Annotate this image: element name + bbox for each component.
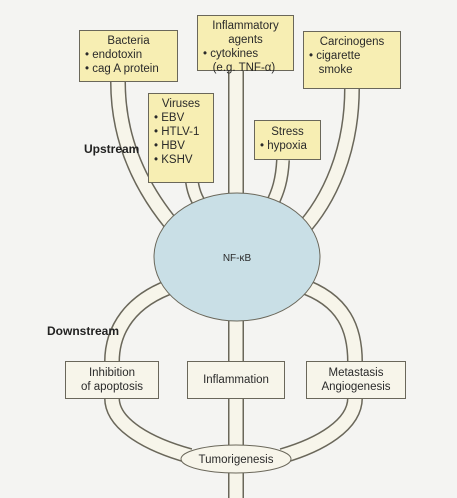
downstream-connectors [104,277,363,498]
downstream-label: Downstream [47,324,120,338]
apoptosis-box: Inhibition of apoptosis [65,361,159,399]
stress-item: hypoxia [260,139,315,153]
apoptosis-line: Inhibition [88,367,136,379]
inflammation-line: Inflammation [203,374,269,386]
inflammatory-title: agents [228,34,263,46]
tumorigenesis-node [180,444,292,474]
stress-title: Stress [271,126,304,138]
viruses-item: EBV [154,111,208,125]
viruses-item: KSHV [154,153,208,167]
nfkb-label: NF-κB [223,253,252,264]
viruses-box: Viruses EBV HTLV-1 HBV KSHV [148,93,214,183]
upstream-label: Upstream [84,142,140,156]
nfkb-node [153,192,321,322]
inflammatory-item: cytokines [203,47,288,61]
bacteria-box: Bacteria endotoxin cag A protein [79,30,178,82]
upstream-connectors [110,70,360,238]
bacteria-title: Bacteria [107,35,150,47]
inflammatory-box: Inflammatory agents cytokines (e.g. TNF-… [197,15,294,74]
bacteria-item: cag A protein [85,62,172,76]
metastasis-box: Metastasis Angiogenesis [306,361,406,399]
metastasis-line: Angiogenesis [321,381,391,393]
carcinogens-title: Carcinogens [319,36,385,48]
inflammatory-title: Inflammatory [212,20,279,32]
viruses-title: Viruses [161,98,201,110]
tumorigenesis-label: Tumorigenesis [199,454,274,466]
carcinogens-box: Carcinogens cigarette smoke [303,31,401,89]
stress-box: Stress hypoxia [254,120,321,160]
viruses-item: HBV [154,139,208,153]
bacteria-item: endotoxin [85,48,172,62]
carcinogens-item-cont: smoke [318,64,353,76]
inflammation-box: Inflammation [187,361,285,399]
metastasis-line: Metastasis [328,367,384,379]
inflammatory-item-cont: (e.g. TNF-α) [212,62,276,74]
carcinogens-item: cigarette [309,49,395,63]
apoptosis-line: of apoptosis [80,381,143,393]
viruses-item: HTLV-1 [154,125,208,139]
